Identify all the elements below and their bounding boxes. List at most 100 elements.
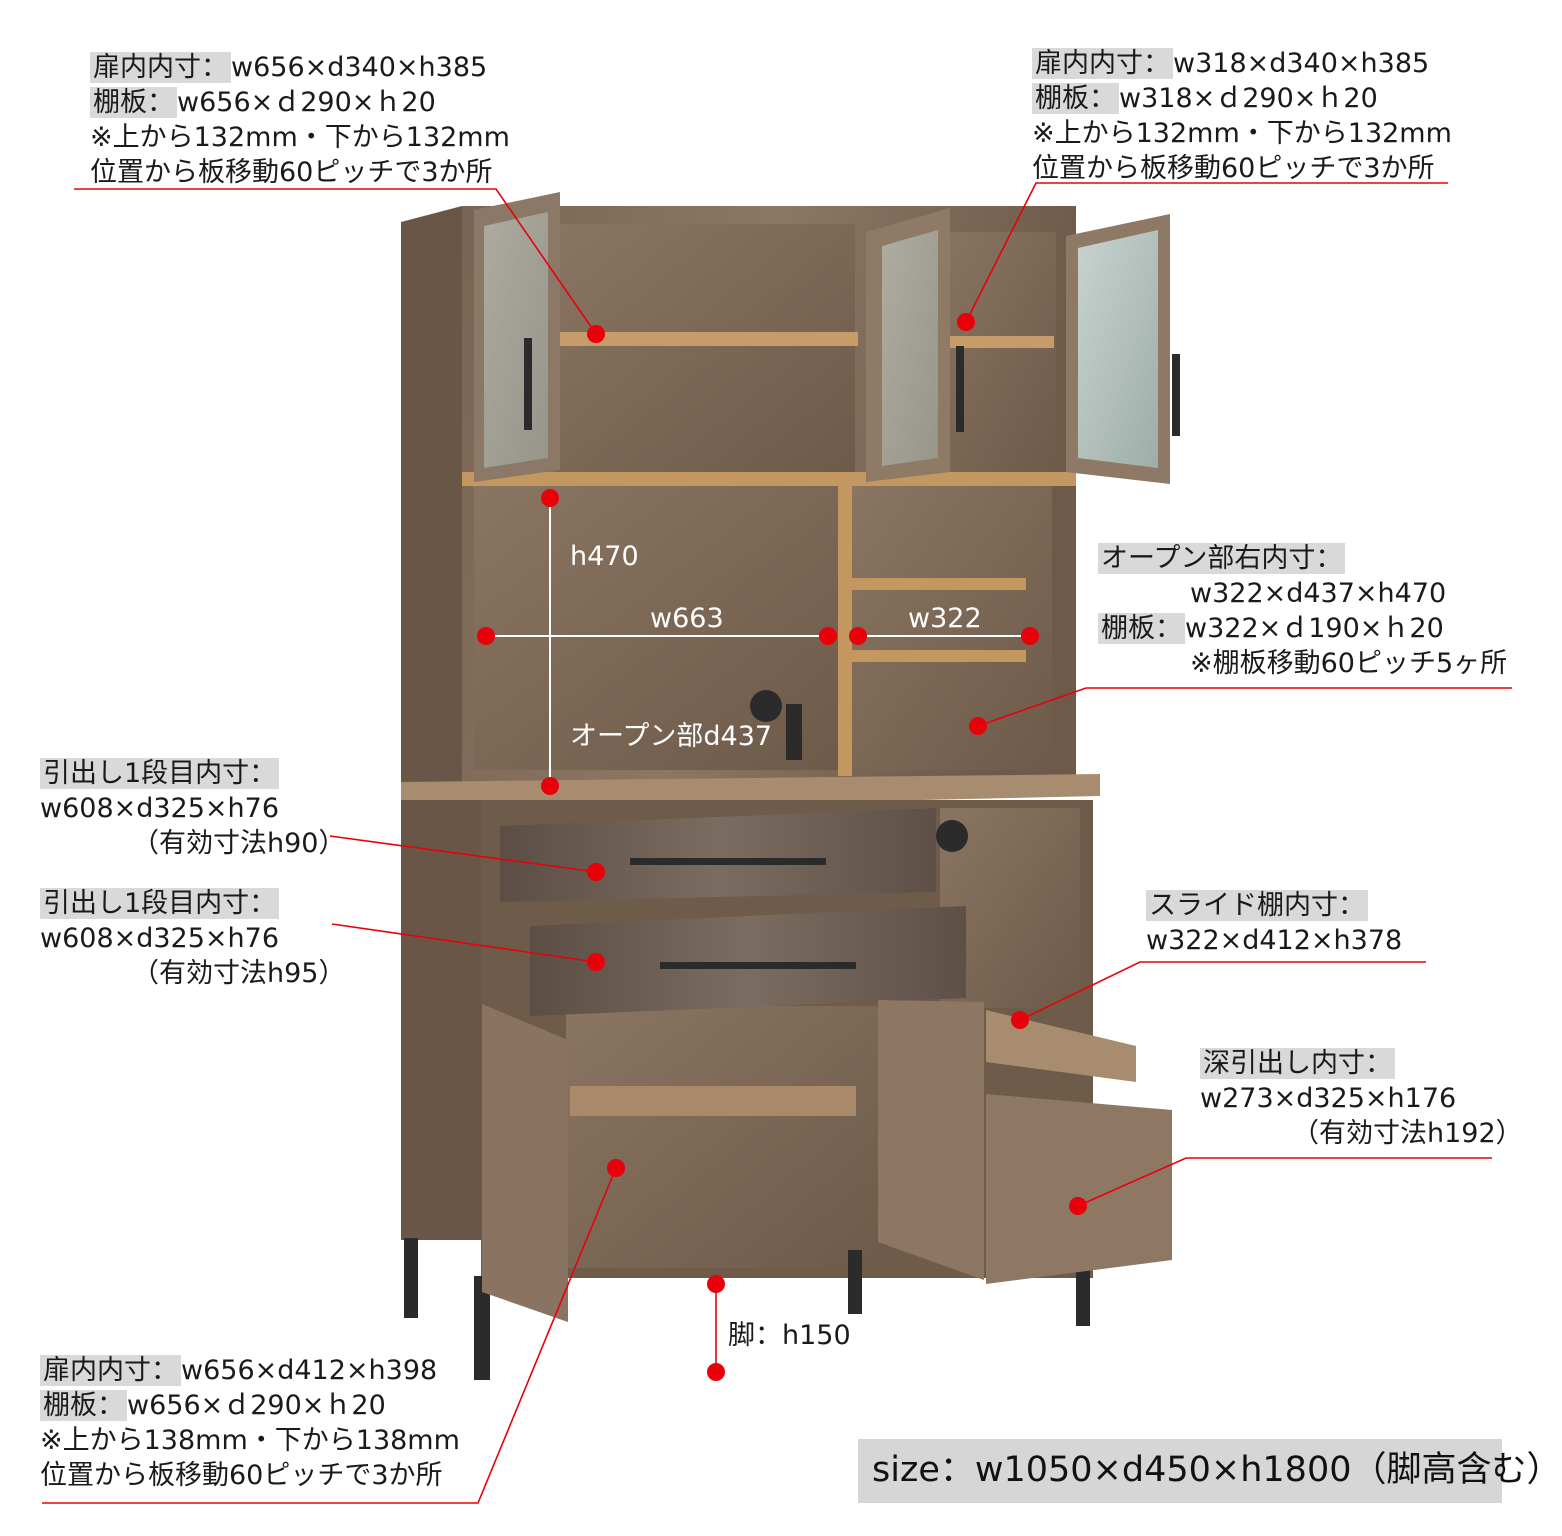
- upper-right-shelf-label-highlight: 棚板：: [1032, 83, 1119, 114]
- drawer-1-handle: [630, 858, 826, 865]
- drawer-1-effective: （有効寸法h90）: [132, 828, 346, 859]
- open-right-shelf-lower: [852, 650, 1026, 662]
- slide-shelf-label-highlight: スライド棚内寸：: [1146, 890, 1368, 921]
- lower-base-side: [401, 800, 481, 1240]
- leader-lines: [42, 182, 1512, 1504]
- lower-base-interior: [566, 1006, 884, 1268]
- leader-deep-drawer: [1077, 1157, 1492, 1207]
- open-width-left-label: w663: [650, 603, 724, 634]
- open-right-shelf-dims: w322×ｄ190×ｈ20: [1185, 613, 1444, 644]
- drawer-2-effective: （有効寸法h95）: [132, 958, 346, 989]
- cable-grommet-lower: [936, 820, 968, 852]
- marker-open-right: [1021, 627, 1039, 645]
- marker-upper-shelf: [587, 325, 605, 343]
- lower-cabinet-note-1: ※上から138mm・下から138mm: [40, 1425, 460, 1456]
- deep-drawer-callout: 深引出し内寸： w273×d325×h176 （有効寸法h192）: [1200, 1046, 1523, 1151]
- drawer-2-dims: w608×d325×h76: [40, 923, 280, 954]
- deep-drawer-label-highlight: 深引出し内寸：: [1200, 1048, 1395, 1079]
- marker-open-right-shelf: [969, 717, 987, 735]
- drawer-1-label-highlight: 引出し1段目内寸：: [40, 758, 280, 789]
- upper-right-note-1: ※上から132mm・下から132mm: [1032, 118, 1452, 149]
- open-section-right-back: [852, 486, 1052, 770]
- cable-grommet-upper: [750, 690, 782, 722]
- upper-center-door-handle: [956, 346, 964, 432]
- upper-right-shelf: [930, 336, 1054, 348]
- upper-right-callout: 扉内内寸：w318×d340×h385 棚板：w318×ｄ290×ｈ20 ※上か…: [1032, 46, 1452, 186]
- lower-shelf: [570, 1086, 856, 1116]
- open-right-dims: w322×d437×h470: [1190, 578, 1447, 609]
- open-right-shelf-label-highlight: 棚板：: [1098, 613, 1185, 644]
- marker-open-left: [477, 627, 495, 645]
- upper-center-door-glass: [882, 230, 938, 466]
- upper-right-door-glass: [1078, 230, 1158, 468]
- leader-open-right: [977, 687, 1512, 727]
- drawer-1-dims: w608×d325×h76: [40, 793, 280, 824]
- lower-cabinet-callout: 扉内内寸：w656×d412×h398 棚板：w656×ｄ290×ｈ20 ※上か…: [40, 1353, 460, 1493]
- outlet-block: [786, 704, 802, 760]
- upper-right-note-2: 位置から板移動60ピッチで3か所: [1032, 153, 1435, 184]
- drawer-2: [530, 906, 966, 1016]
- upper-left-shelf-label-highlight: 棚板：: [90, 87, 177, 118]
- open-right-callout: オープン部右内寸： w322×d437×h470 棚板：w322×ｄ190×ｈ2…: [1098, 541, 1507, 681]
- leader-drawer-1: [329, 835, 597, 873]
- upper-right-interior: [930, 232, 1056, 472]
- lower-cabinet-shelf-dims: w656×ｄ290×ｈ20: [127, 1390, 386, 1421]
- marker-leg-top: [707, 1275, 725, 1293]
- upper-left-callout: 扉内内寸：w656×d340×h385 棚板：w656×ｄ290×ｈ20 ※上か…: [90, 50, 510, 190]
- marker-upper-right-shelf: [957, 313, 975, 331]
- open-right-shelf-upper: [852, 578, 1026, 590]
- lower-cabinet-label-highlight: 扉内内寸：: [40, 1355, 181, 1386]
- deep-drawer: [986, 1094, 1172, 1284]
- open-width-right-label: w322: [908, 603, 982, 634]
- lower-cabinet-shelf-label-highlight: 棚板：: [40, 1390, 127, 1421]
- marker-open-top: [541, 489, 559, 507]
- open-right-note: ※棚板移動60ピッチ5ヶ所: [1190, 648, 1508, 679]
- drawer-1: [500, 808, 936, 902]
- drawer-2-handle: [660, 962, 856, 969]
- lower-cabinet-note-2: 位置から板移動60ピッチで3か所: [40, 1460, 443, 1491]
- open-section-left-back: [474, 486, 838, 770]
- upper-right-label-highlight: 扉内内寸：: [1032, 48, 1173, 79]
- marker-open-divider-left: [819, 627, 837, 645]
- drawer-1-callout: 引出し1段目内寸： w608×d325×h76 （有効寸法h90）: [40, 756, 345, 861]
- lower-cabinet-door-dims: w656×d412×h398: [181, 1355, 438, 1386]
- upper-left-note-2: 位置から板移動60ピッチで3か所: [90, 157, 493, 188]
- lower-left-door: [482, 1004, 568, 1322]
- open-depth-label: オープン部d437: [570, 721, 773, 752]
- lower-right-door: [878, 1000, 984, 1280]
- drawer-2-label-highlight: 引出し1段目内寸：: [40, 888, 280, 919]
- leader-slide-shelf: [1019, 961, 1426, 1021]
- dimension-markers: [477, 313, 1087, 1381]
- deep-drawer-effective: （有効寸法h192）: [1292, 1118, 1523, 1149]
- overall-size-box: size：w1050×d450×h1800（脚高含む）: [858, 1439, 1562, 1503]
- leader-drawer-2: [331, 923, 597, 963]
- upper-left-door-handle: [524, 338, 532, 430]
- marker-open-divider-right: [849, 627, 867, 645]
- leg-front-middle: [848, 1250, 862, 1314]
- upper-left-shelf-dims: w656×ｄ290×ｈ20: [177, 87, 436, 118]
- hutch-divider: [462, 472, 1076, 486]
- upper-cabinet-interior: [555, 224, 855, 472]
- upper-left-label-highlight: 扉内内寸：: [90, 52, 231, 83]
- leg-front-left: [474, 1276, 490, 1380]
- upper-right-door-handle: [1172, 354, 1180, 436]
- upper-shelf: [560, 332, 858, 346]
- slide-shelf-callout: スライド棚内寸： w322×d412×h378: [1146, 888, 1402, 958]
- upper-left-note-1: ※上から132mm・下から132mm: [90, 122, 510, 153]
- cabinet-drawing: [401, 192, 1180, 1380]
- leg-height-label: 脚：h150: [728, 1320, 851, 1351]
- overall-size-text: size：w1050×d450×h1800（脚高含む）: [872, 1450, 1562, 1490]
- marker-slide-shelf: [1011, 1011, 1029, 1029]
- open-section-divider: [838, 486, 852, 776]
- leader-upper-right: [965, 182, 1448, 323]
- marker-leg-bottom: [707, 1363, 725, 1381]
- marker-deep-drawer: [1069, 1197, 1087, 1215]
- open-right-label-highlight: オープン部右内寸：: [1098, 543, 1346, 574]
- slide-shelf-dims: w322×d412×h378: [1146, 925, 1403, 956]
- leader-lower-cabinet: [42, 1167, 617, 1504]
- open-height-label: h470: [570, 541, 639, 572]
- upper-right-shelf-dims: w318×ｄ290×ｈ20: [1119, 83, 1378, 114]
- upper-side-panel: [401, 206, 462, 790]
- leader-upper-left: [74, 188, 597, 335]
